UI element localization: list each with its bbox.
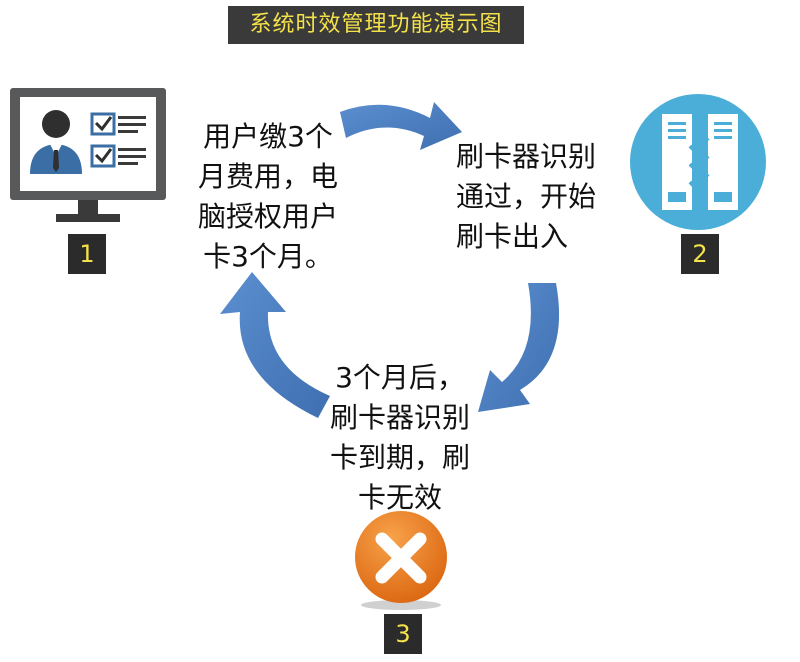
computer-monitor-icon: [10, 88, 166, 238]
step2-text: 刷卡器识别 通过，开始 刷卡出入: [456, 140, 597, 253]
arrow-step3-to-step1: [220, 272, 330, 418]
arrow-step1-to-step2: [340, 102, 462, 150]
diagram-title: 系统时效管理功能演示图: [228, 6, 524, 44]
step3-badge: 3: [384, 614, 422, 654]
step3-text: 3个月后， 刷卡器识别 卡到期，刷 卡无效: [329, 361, 470, 514]
server-checklist-icon: [628, 92, 768, 236]
cross-circle-icon: [346, 507, 456, 615]
step2-badge: 2: [681, 234, 719, 274]
step1-text: 用户缴3个 月费用，电 脑授权用户 卡3个月。: [197, 120, 338, 273]
step1-badge: 1: [68, 234, 106, 274]
arrow-step2-to-step3: [478, 283, 560, 412]
